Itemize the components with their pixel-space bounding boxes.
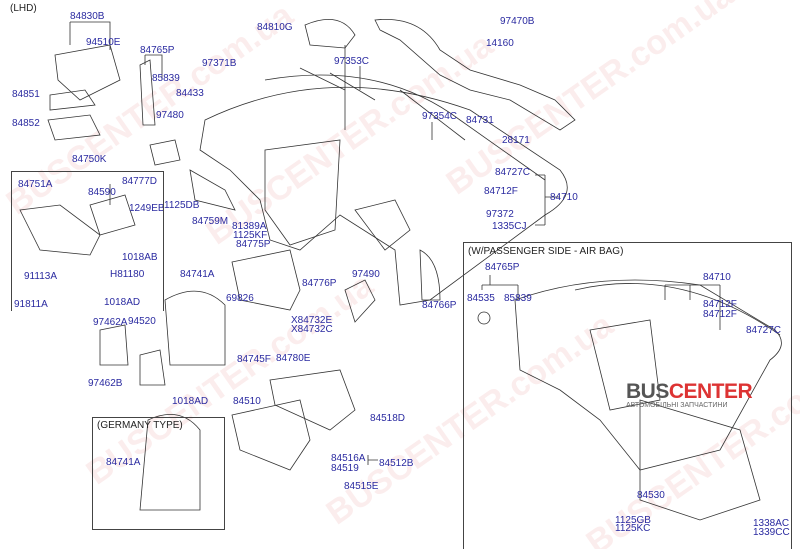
part-label[interactable]: 1125GB <box>615 515 651 526</box>
part-label[interactable]: X84732C <box>291 324 333 335</box>
part-label[interactable]: 84741A <box>106 457 141 468</box>
part-label[interactable]: 84745F <box>237 354 271 365</box>
part-label[interactable]: 84510 <box>233 396 261 407</box>
part-label[interactable]: 1339CC <box>753 527 790 538</box>
part-label[interactable]: 1125KF <box>233 230 268 241</box>
variant-label: (LHD) <box>10 3 37 14</box>
part-label[interactable]: 97470B <box>500 16 535 27</box>
germany-type-inset: (GERMANY TYPE) 84741A <box>92 417 225 530</box>
part-label[interactable]: 94520 <box>128 316 156 327</box>
part-label[interactable]: 84775P <box>236 239 271 250</box>
part-label[interactable]: 91811A <box>14 299 48 310</box>
part-label[interactable]: 1018AB <box>122 252 158 263</box>
part-label[interactable]: 84780E <box>276 353 311 364</box>
part-label[interactable]: 1249EB <box>129 203 165 214</box>
part-label[interactable]: X84732E <box>291 315 333 326</box>
part-label[interactable]: 1335CJ <box>492 221 527 232</box>
part-label[interactable]: 84765P <box>140 45 175 56</box>
part-label[interactable]: 1018AD <box>104 297 141 308</box>
part-label[interactable]: 84530 <box>637 490 665 501</box>
logo-tagline: АВТОМОБІЛЬНІ ЗАПЧАСТИНИ <box>626 402 728 409</box>
part-label[interactable]: 84777D <box>122 176 158 187</box>
part-label[interactable]: 84766P <box>422 300 457 311</box>
part-label[interactable]: 84741A <box>180 269 215 280</box>
part-label[interactable]: 97462A <box>93 317 128 328</box>
part-label[interactable]: 84852 <box>12 118 40 129</box>
logo-brand-a: BUS <box>626 380 669 403</box>
part-label[interactable]: 84810G <box>257 22 293 33</box>
part-label[interactable]: 97371B <box>202 58 237 69</box>
part-label[interactable]: 84710 <box>550 192 578 203</box>
part-label[interactable]: 84776P <box>302 278 337 289</box>
inset-title: (W/PASSENGER SIDE - AIR BAG) <box>468 246 624 257</box>
part-label[interactable]: 97490 <box>352 269 380 280</box>
part-label[interactable]: 84759M <box>192 216 229 227</box>
part-label[interactable]: 85839 <box>504 293 532 304</box>
part-label[interactable]: 81389A <box>232 221 267 232</box>
part-label[interactable]: 84712F <box>703 299 737 310</box>
part-label[interactable]: 14160 <box>486 38 514 49</box>
part-label[interactable]: 84765P <box>485 262 520 273</box>
passenger-airbag-inset: (W/PASSENGER SIDE - AIR BAG) 84765P 8453… <box>463 242 792 549</box>
part-label[interactable]: 84851 <box>12 89 40 100</box>
part-label[interactable]: 84710 <box>703 272 731 283</box>
part-label[interactable]: 1125KC <box>615 523 651 534</box>
part-label[interactable]: 84518D <box>370 413 406 424</box>
part-label[interactable]: 97354C <box>422 111 458 122</box>
logo-brand-b: CENTER <box>668 380 753 403</box>
part-label[interactable]: 84727C <box>495 167 531 178</box>
part-label[interactable]: 84731 <box>466 115 494 126</box>
part-label[interactable]: 1018AD <box>172 396 209 407</box>
part-label[interactable]: 84515E <box>344 481 379 492</box>
part-label[interactable]: 69826 <box>226 293 254 304</box>
part-label[interactable]: 28171 <box>502 135 530 146</box>
part-label[interactable]: H81180 <box>110 269 145 280</box>
part-label[interactable]: 1125DB <box>164 200 200 211</box>
part-label[interactable]: 84727C <box>746 325 782 336</box>
part-label[interactable]: 97353C <box>334 56 370 67</box>
part-label[interactable]: 97462B <box>88 378 123 389</box>
part-label[interactable]: 97372 <box>486 209 514 220</box>
part-label[interactable]: 84516A <box>331 453 366 464</box>
part-label[interactable]: 84750K <box>72 154 107 165</box>
part-label[interactable]: 84751A <box>18 179 53 190</box>
part-label[interactable]: 97480 <box>156 110 184 121</box>
part-label[interactable]: 84519 <box>331 463 359 474</box>
part-label[interactable]: 84512B <box>379 458 414 469</box>
inset-title: (GERMANY TYPE) <box>97 420 183 431</box>
part-label[interactable]: 85839 <box>152 73 180 84</box>
part-label[interactable]: 84830B <box>70 11 105 22</box>
group-box-84750k <box>11 171 164 311</box>
part-label[interactable]: 84712F <box>703 309 737 320</box>
part-label[interactable]: 1338AC <box>753 518 790 529</box>
part-label[interactable]: 84535 <box>467 293 495 304</box>
part-label[interactable]: 84433 <box>176 88 204 99</box>
part-label[interactable]: 94510E <box>86 37 121 48</box>
part-label[interactable]: 84590 <box>88 187 116 198</box>
buscenter-logo: BUSCENTER АВТОМОБІЛЬНІ ЗАПЧАСТИНИ <box>626 380 753 409</box>
part-label[interactable]: 84712F <box>484 186 518 197</box>
part-label[interactable]: 91113A <box>24 271 57 282</box>
